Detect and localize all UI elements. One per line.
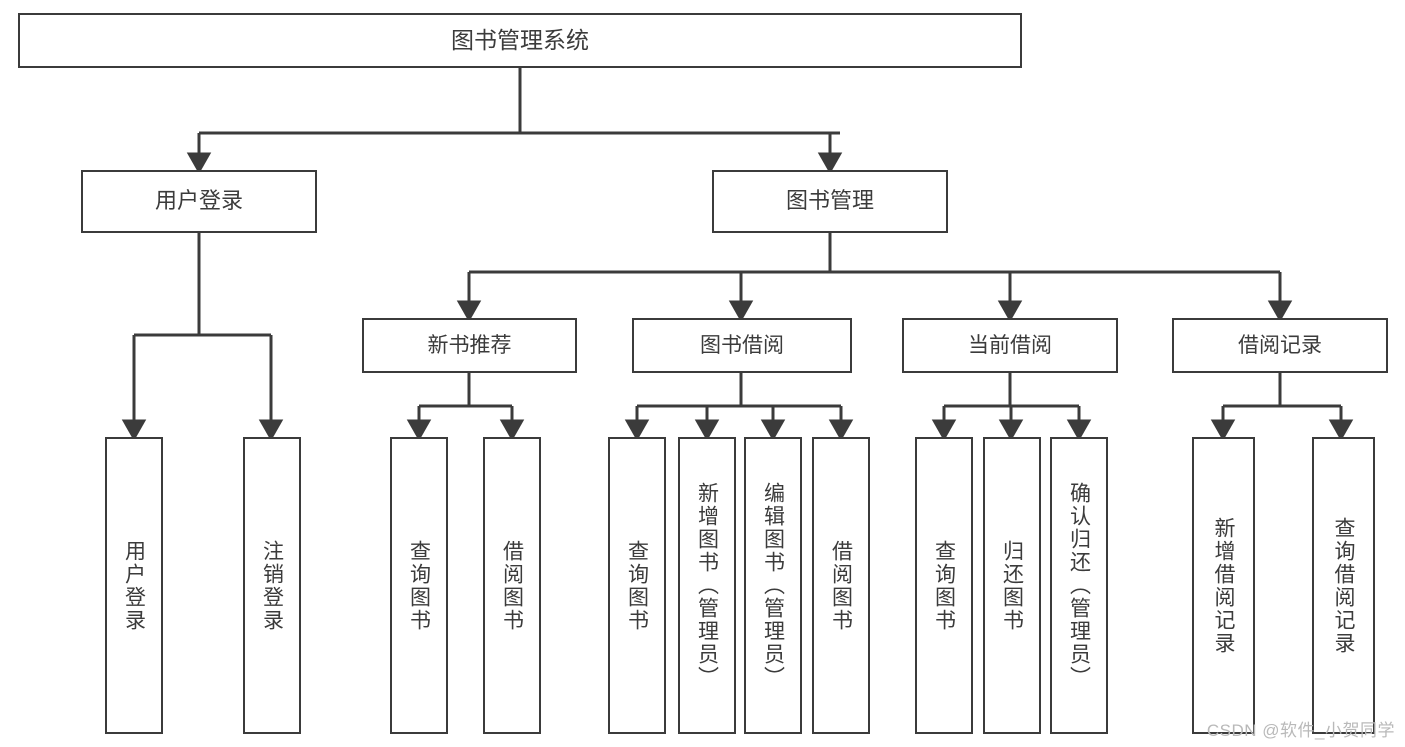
node-book-borrow[interactable]: 图书借阅 xyxy=(632,318,852,373)
node-root-label: 图书管理系统 xyxy=(451,26,589,53)
node-leaf-query-book-1-label: 查询图书 xyxy=(407,539,431,632)
node-user-login[interactable]: 用户登录 xyxy=(81,170,317,233)
node-leaf-query-record-label: 查询借阅记录 xyxy=(1332,516,1355,655)
node-book-borrow-label: 图书借阅 xyxy=(700,333,784,357)
node-leaf-add-record[interactable]: 新增借阅记录 xyxy=(1192,437,1255,734)
node-borrow-record-label: 借阅记录 xyxy=(1238,333,1322,357)
node-book-manage[interactable]: 图书管理 xyxy=(712,170,948,233)
node-borrow-record[interactable]: 借阅记录 xyxy=(1172,318,1388,373)
node-leaf-return-book-label: 归还图书 xyxy=(1000,539,1024,632)
node-leaf-query-book-2-label: 查询图书 xyxy=(625,539,649,632)
node-leaf-borrow-book-1[interactable]: 借阅图书 xyxy=(483,437,541,734)
node-leaf-user-login[interactable]: 用户登录 xyxy=(105,437,163,734)
node-leaf-confirm-return[interactable]: 确认归还（管理员） xyxy=(1050,437,1108,734)
node-leaf-borrow-book-2-label: 借阅图书 xyxy=(829,539,853,632)
node-new-book-recommend-label: 新书推荐 xyxy=(427,333,512,357)
node-leaf-borrow-book-2[interactable]: 借阅图书 xyxy=(812,437,870,734)
node-leaf-user-login-label: 用户登录 xyxy=(122,539,146,632)
node-leaf-confirm-return-label: 确认归还（管理员） xyxy=(1067,482,1091,689)
node-leaf-query-book-1[interactable]: 查询图书 xyxy=(390,437,448,734)
node-root[interactable]: 图书管理系统 xyxy=(18,13,1022,68)
node-leaf-borrow-book-1-label: 借阅图书 xyxy=(500,539,524,632)
node-leaf-query-book-2[interactable]: 查询图书 xyxy=(608,437,666,734)
node-leaf-query-record[interactable]: 查询借阅记录 xyxy=(1312,437,1375,734)
node-current-borrow[interactable]: 当前借阅 xyxy=(902,318,1118,373)
node-current-borrow-label: 当前借阅 xyxy=(968,333,1052,357)
node-leaf-query-book-3-label: 查询图书 xyxy=(932,539,956,632)
node-new-book-recommend[interactable]: 新书推荐 xyxy=(362,318,577,373)
node-leaf-logout-login-label: 注销登录 xyxy=(260,539,284,632)
node-leaf-add-book-label: 新增图书（管理员） xyxy=(695,482,719,689)
node-user-login-label: 用户登录 xyxy=(154,188,243,214)
node-leaf-edit-book[interactable]: 编辑图书（管理员） xyxy=(744,437,802,734)
node-leaf-add-book[interactable]: 新增图书（管理员） xyxy=(678,437,736,734)
node-leaf-return-book[interactable]: 归还图书 xyxy=(983,437,1041,734)
node-leaf-query-book-3[interactable]: 查询图书 xyxy=(915,437,973,734)
node-book-manage-label: 图书管理 xyxy=(785,188,874,214)
node-leaf-add-record-label: 新增借阅记录 xyxy=(1212,516,1235,655)
node-leaf-logout-login[interactable]: 注销登录 xyxy=(243,437,301,734)
node-leaf-edit-book-label: 编辑图书（管理员） xyxy=(761,482,785,689)
